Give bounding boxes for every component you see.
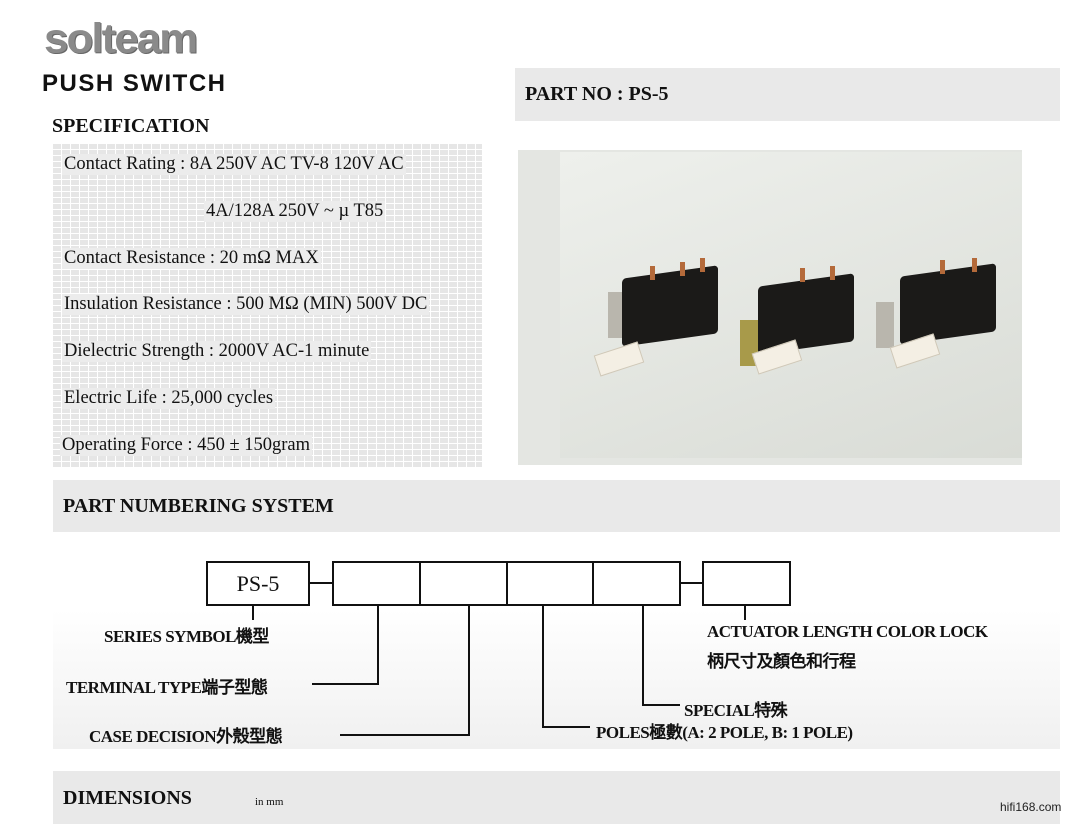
spec-insulation-resistance: Insulation Resistance : 500 MΩ (MIN) 500… [62, 294, 430, 315]
spec-electric-life: Electric Life : 25,000 cycles [62, 388, 276, 409]
terminal-type-label: TERMINAL TYPE端子型態 [66, 678, 268, 697]
part-numbering-heading: PART NUMBERING SYSTEM [63, 495, 334, 517]
spec-contact-rating: Contact Rating : 8A 250V AC TV-8 120V AC [62, 154, 406, 175]
solteam-logo: solteam [44, 15, 198, 62]
spec-contact-resistance: Contact Resistance : 20 mΩ MAX [62, 248, 321, 269]
dimensions-bar: DIMENSIONS [53, 771, 1060, 824]
spec-operating-force: Operating Force : 450 ± 150gram [60, 435, 313, 456]
special-label: SPECIAL特殊 [684, 701, 788, 720]
part-no-label: PART NO : PS-5 [525, 83, 669, 105]
dimensions-heading: DIMENSIONS [63, 787, 192, 809]
actuator-label-zh: 柄尺寸及顏色和行程 [707, 652, 856, 671]
watermark: hifi168.com [1000, 800, 1062, 814]
spec-contact-rating-2: 4A/128A 250V ~ µ T85 [204, 201, 386, 222]
case-decision-label: CASE DECISION外殼型態 [89, 727, 283, 746]
specification-heading: SPECIFICATION [52, 115, 210, 137]
product-photo [518, 150, 1022, 465]
product-title: PUSH SWITCH [42, 70, 227, 97]
series-box [206, 561, 310, 606]
actuator-box [702, 561, 791, 606]
part-numbering-bar: PART NUMBERING SYSTEM [53, 480, 1060, 532]
part-no-bar: PART NO : PS-5 [515, 68, 1060, 121]
specification-table: Contact Rating : 8A 250V AC TV-8 120V AC… [52, 143, 482, 468]
dimensions-unit: in mm [255, 796, 284, 808]
series-symbol-label: SERIES SYMBOL機型 [104, 627, 269, 646]
series-code: PS-5 [236, 571, 280, 596]
actuator-label: ACTUATOR LENGTH COLOR LOCK [707, 622, 988, 641]
poles-label: POLES極數(A: 2 POLE, B: 1 POLE) [596, 723, 853, 742]
spec-dielectric-strength: Dielectric Strength : 2000V AC-1 minute [62, 341, 372, 362]
